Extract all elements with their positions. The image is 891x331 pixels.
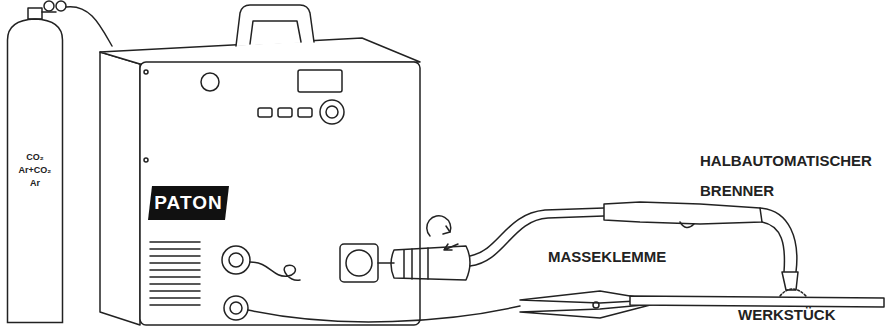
power-socket-core: [229, 253, 243, 267]
rotation-arrowhead: [443, 226, 450, 234]
gas-hose: [66, 7, 112, 46]
pressure-gauge: [56, 1, 66, 11]
plug-pin: [378, 262, 394, 264]
torch-neck: [760, 208, 797, 272]
main-knob: [320, 100, 344, 124]
clamp-jaw: [520, 304, 654, 318]
screw: [144, 70, 148, 74]
gas-type: CO₂: [26, 151, 44, 164]
torch-nozzle: [782, 272, 798, 290]
workpiece-label: WERKSTÜCK: [738, 300, 886, 330]
arc-spark: [780, 289, 806, 296]
badge-plate: [148, 186, 229, 220]
main-knob-cap: [326, 106, 338, 118]
power-socket: [224, 296, 248, 320]
brand-badge: PATON: [148, 186, 229, 220]
cylinder-valve: [28, 8, 42, 19]
brand-name: PATON: [154, 192, 222, 214]
clamp-hinge: [593, 302, 599, 308]
machine-handle: [236, 5, 314, 46]
control-knob: [201, 73, 219, 91]
machine-handle-inner: [250, 21, 301, 44]
insert-arrow: [444, 244, 458, 250]
torch-handle: [604, 202, 762, 224]
vent-grille: [150, 242, 200, 305]
display: [298, 70, 342, 92]
torch-label: HALBAUTOMATISCHER BRENNER: [700, 146, 886, 206]
gas-type: Ar+CO₂: [19, 164, 52, 177]
machine-front: [140, 62, 420, 325]
plug-grip: [404, 248, 428, 279]
euro-connector: [340, 244, 378, 282]
euro-connector-ring: [346, 250, 372, 276]
torch-plug: [391, 246, 470, 280]
ground-cable: [248, 306, 520, 322]
rotation-arrow: [427, 216, 451, 236]
gas-cylinder: CO₂Ar+CO₂Ar: [6, 16, 64, 324]
regulator-pipe: [42, 11, 56, 13]
cylinder-body: [8, 19, 63, 323]
button: [278, 108, 292, 117]
button: [298, 108, 312, 117]
power-socket-core: [230, 302, 242, 314]
torch-neck: [762, 222, 784, 272]
clamp-label: MASSEKLEMME: [548, 242, 748, 272]
machine-side: [100, 52, 140, 325]
power-socket: [222, 246, 250, 274]
gas-type: Ar: [30, 177, 40, 190]
screw: [144, 158, 148, 162]
workpiece-plate: [630, 296, 884, 307]
short-cable: [250, 262, 300, 280]
pressure-gauge: [44, 1, 54, 11]
button: [258, 108, 272, 117]
torch-trigger: [680, 222, 694, 228]
